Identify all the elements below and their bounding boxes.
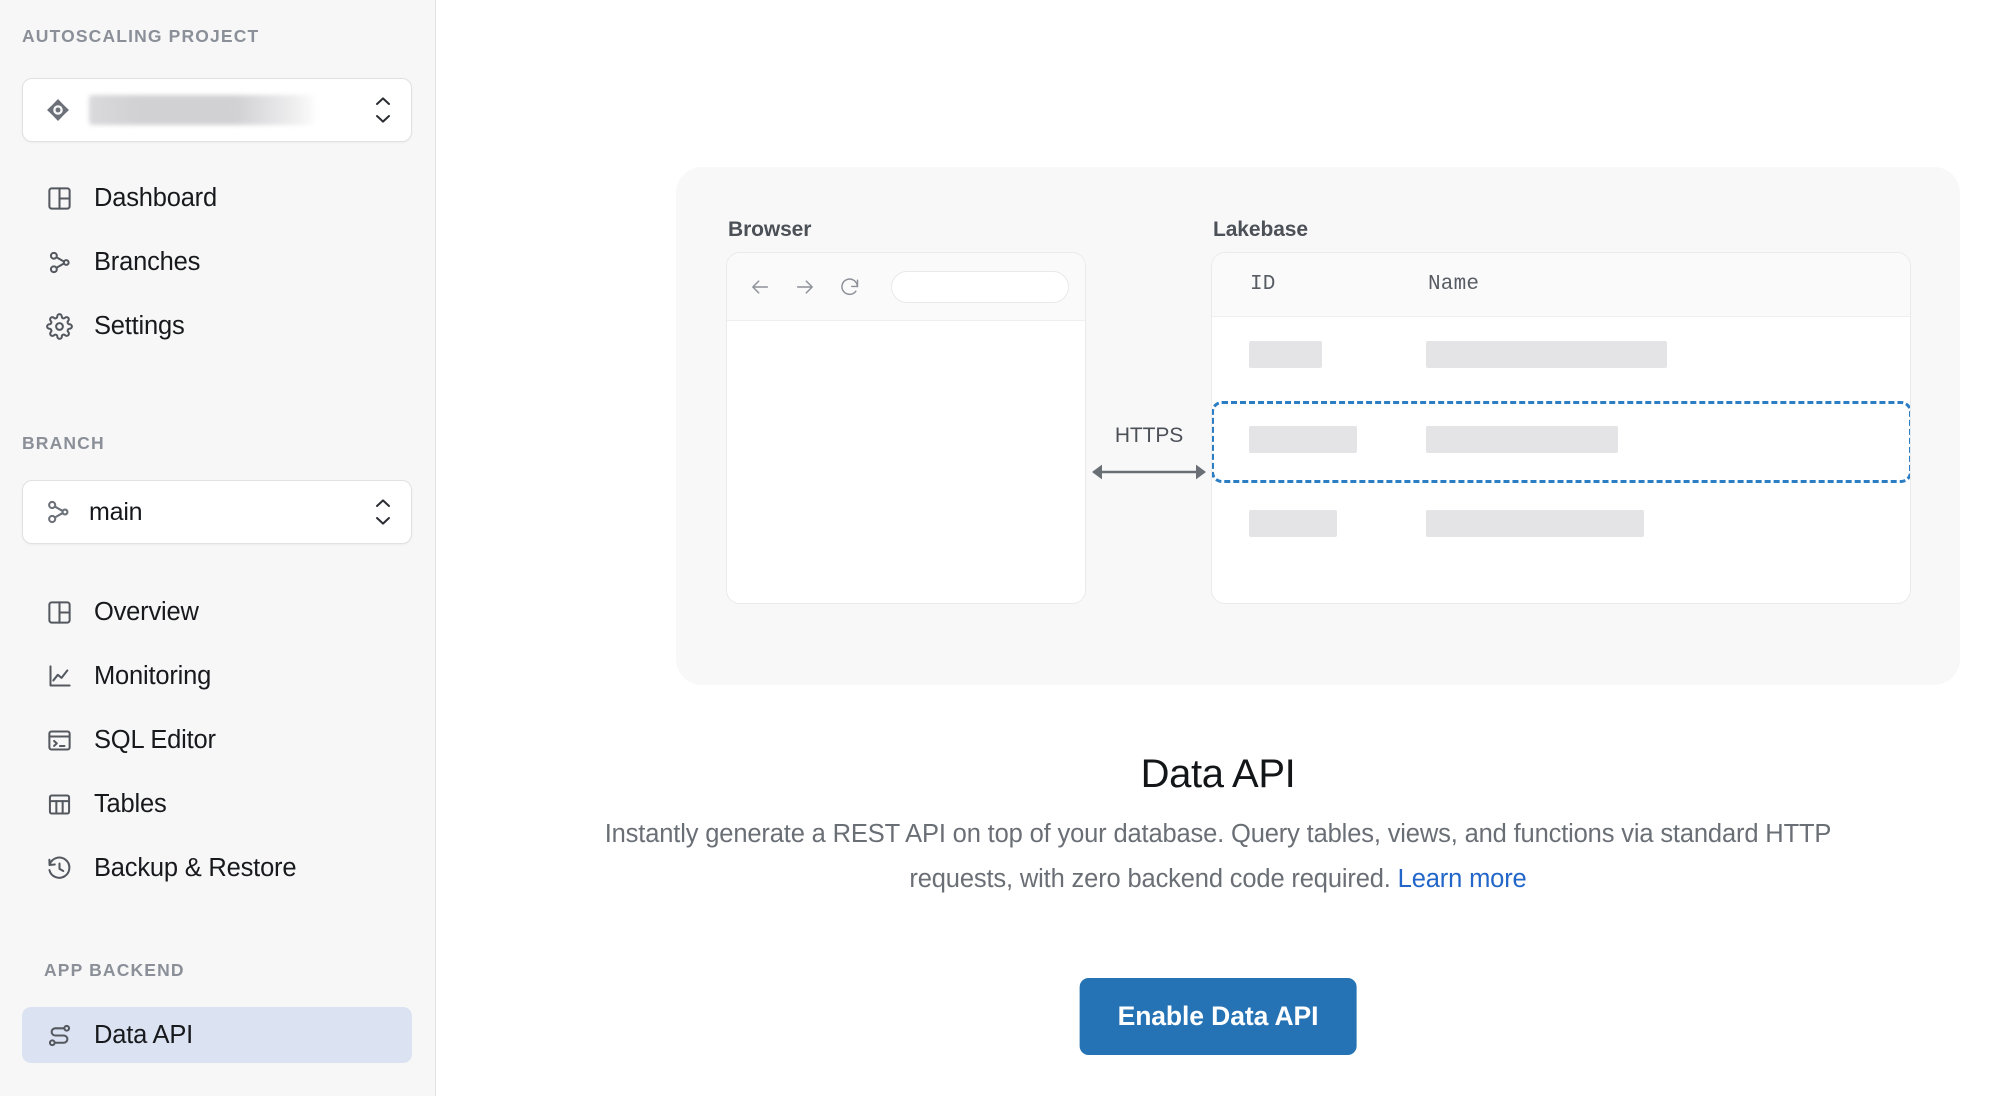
sidebar-item-data-api[interactable]: Data API: [22, 1007, 412, 1063]
sidebar-item-label: Overview: [94, 597, 199, 626]
clock-restore-icon: [44, 853, 74, 883]
column-header-id: ID: [1250, 273, 1276, 296]
project-selector[interactable]: [22, 78, 412, 142]
illustration-card: Browser Lakebase: [676, 167, 1960, 685]
project-name-value: [89, 95, 371, 125]
lakebase-table-header: ID Name: [1212, 253, 1910, 317]
branch-name-value: main: [89, 498, 371, 527]
table-cell-id-placeholder: [1249, 341, 1322, 368]
sidebar-item-label: Dashboard: [94, 183, 217, 212]
arrow-left-icon[interactable]: [747, 274, 773, 300]
browser-viewport: [727, 321, 1085, 603]
table-cell-name-placeholder: [1426, 341, 1667, 368]
branch-icon: [44, 247, 74, 277]
sidebar-item-label: Data API: [94, 1020, 194, 1049]
sidebar-item-branches[interactable]: Branches: [22, 234, 412, 290]
terminal-icon: [44, 725, 74, 755]
project-node-icon: [43, 95, 73, 125]
redacted-project-name: [89, 95, 315, 125]
gear-icon: [44, 311, 74, 341]
table-row: [1212, 327, 1910, 383]
table-cell-name-placeholder: [1426, 510, 1644, 537]
table-icon: [44, 789, 74, 819]
dashboard-grid-icon: [44, 183, 74, 213]
https-connector: HTTPS: [1089, 425, 1209, 499]
sidebar-section-label-branch: BRANCH: [22, 433, 105, 453]
https-label: HTTPS: [1114, 424, 1184, 447]
sidebar-item-label: Tables: [94, 789, 167, 818]
enable-data-api-button[interactable]: Enable Data API: [1079, 978, 1357, 1055]
double-arrow-icon: [1092, 464, 1206, 480]
reload-icon[interactable]: [837, 274, 863, 300]
browser-chrome-bar: [727, 253, 1085, 321]
page-title: Data API: [1140, 752, 1296, 796]
sidebar-item-label: Branches: [94, 247, 201, 276]
browser-url-input[interactable]: [891, 270, 1069, 303]
table-row: [1212, 496, 1910, 552]
sidebar-item-settings[interactable]: Settings: [22, 298, 412, 354]
sidebar-item-monitoring[interactable]: Monitoring: [22, 648, 412, 704]
lakebase-panel-title: Lakebase: [1213, 218, 1308, 241]
column-header-name: Name: [1428, 273, 1480, 296]
route-icon: [44, 1020, 74, 1050]
sidebar: AUTOSCALING PROJECT: [0, 0, 436, 1096]
branch-name-text: main: [89, 497, 143, 526]
page-description: Instantly generate a REST API on top of …: [588, 812, 1848, 902]
table-cell-id-placeholder: [1249, 426, 1357, 453]
sidebar-item-tables[interactable]: Tables: [22, 776, 412, 832]
lakebase-mock-window: ID Name: [1211, 252, 1911, 604]
sidebar-item-label: Settings: [94, 311, 185, 340]
sidebar-section-label-backend: APP BACKEND: [44, 960, 185, 980]
browser-mock-window: [726, 252, 1086, 604]
arrow-right-icon[interactable]: [792, 274, 818, 300]
sidebar-item-backup-restore[interactable]: Backup & Restore: [22, 840, 412, 896]
sidebar-item-sql-editor[interactable]: SQL Editor: [22, 712, 412, 768]
dashboard-grid-icon: [44, 597, 74, 627]
table-cell-id-placeholder: [1249, 510, 1337, 537]
sidebar-section-label-project: AUTOSCALING PROJECT: [22, 26, 260, 46]
line-chart-icon: [44, 661, 74, 691]
description-text: Instantly generate a REST API on top of …: [604, 820, 1832, 893]
chevron-up-down-icon[interactable]: [371, 498, 395, 526]
learn-more-link[interactable]: Learn more: [1397, 865, 1527, 893]
sidebar-item-label: SQL Editor: [94, 725, 216, 754]
sidebar-item-overview[interactable]: Overview: [22, 584, 412, 640]
main-content: Browser Lakebase: [436, 0, 2000, 1096]
table-cell-name-placeholder: [1426, 426, 1618, 453]
chevron-up-down-icon[interactable]: [371, 96, 395, 124]
sidebar-item-dashboard[interactable]: Dashboard: [22, 170, 412, 226]
table-row: [1212, 412, 1910, 468]
browser-panel-title: Browser: [728, 218, 812, 241]
sidebar-item-label: Monitoring: [94, 661, 212, 690]
sidebar-item-label: Backup & Restore: [94, 853, 297, 882]
branch-icon: [43, 497, 73, 527]
branch-selector[interactable]: main: [22, 480, 412, 544]
